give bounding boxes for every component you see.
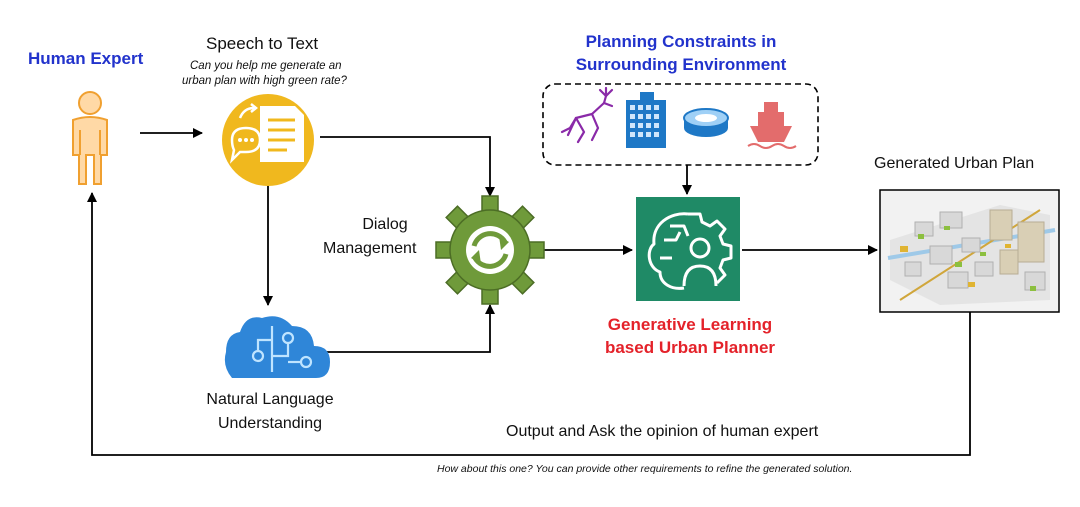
user-query-line2: urban plan with high green rate? xyxy=(182,75,347,87)
system-reply-text: How about this one? You can provide othe… xyxy=(437,463,853,475)
user-query-line1: Can you help me generate an xyxy=(190,60,342,72)
gear-icon xyxy=(435,195,545,305)
planning-constraints-title-line2: Surrounding Environment xyxy=(575,55,787,74)
arrow-feedback-to-human xyxy=(87,192,971,456)
human-icon xyxy=(72,91,108,185)
nlu-label-line1: Natural Language xyxy=(206,391,334,408)
cloud-circuit-icon xyxy=(224,316,330,378)
generative-planner-title-line2: based Urban Planner xyxy=(604,338,776,357)
speech-to-text-label: Speech to Text xyxy=(206,34,319,53)
brain-gear-icon xyxy=(636,197,740,301)
generated-urban-plan-label: Generated Urban Plan xyxy=(874,155,1035,172)
generative-planner-title-line1: Generative Learning xyxy=(607,315,773,334)
ship-icon xyxy=(747,102,797,149)
human-expert-label: Human Expert xyxy=(28,49,144,68)
speech-to-text-icon xyxy=(222,94,314,186)
dialog-management-label-line2: Management xyxy=(323,240,417,257)
constraints-box xyxy=(542,83,819,166)
arrow-speech-to-dialog xyxy=(320,136,495,197)
dialog-management-label-line1: Dialog xyxy=(362,216,408,233)
building-icon xyxy=(626,92,666,148)
planning-constraints-title-line1: Planning Constraints in xyxy=(585,32,777,51)
deer-icon xyxy=(560,86,614,144)
urban-plan-image xyxy=(879,189,1060,313)
output-ask-label: Output and Ask the opinion of human expe… xyxy=(506,423,819,440)
arrow-nlu-to-dialog xyxy=(320,304,495,353)
connectors xyxy=(87,128,971,456)
nlu-label-line2: Understanding xyxy=(217,415,323,432)
stadium-icon xyxy=(683,108,729,137)
